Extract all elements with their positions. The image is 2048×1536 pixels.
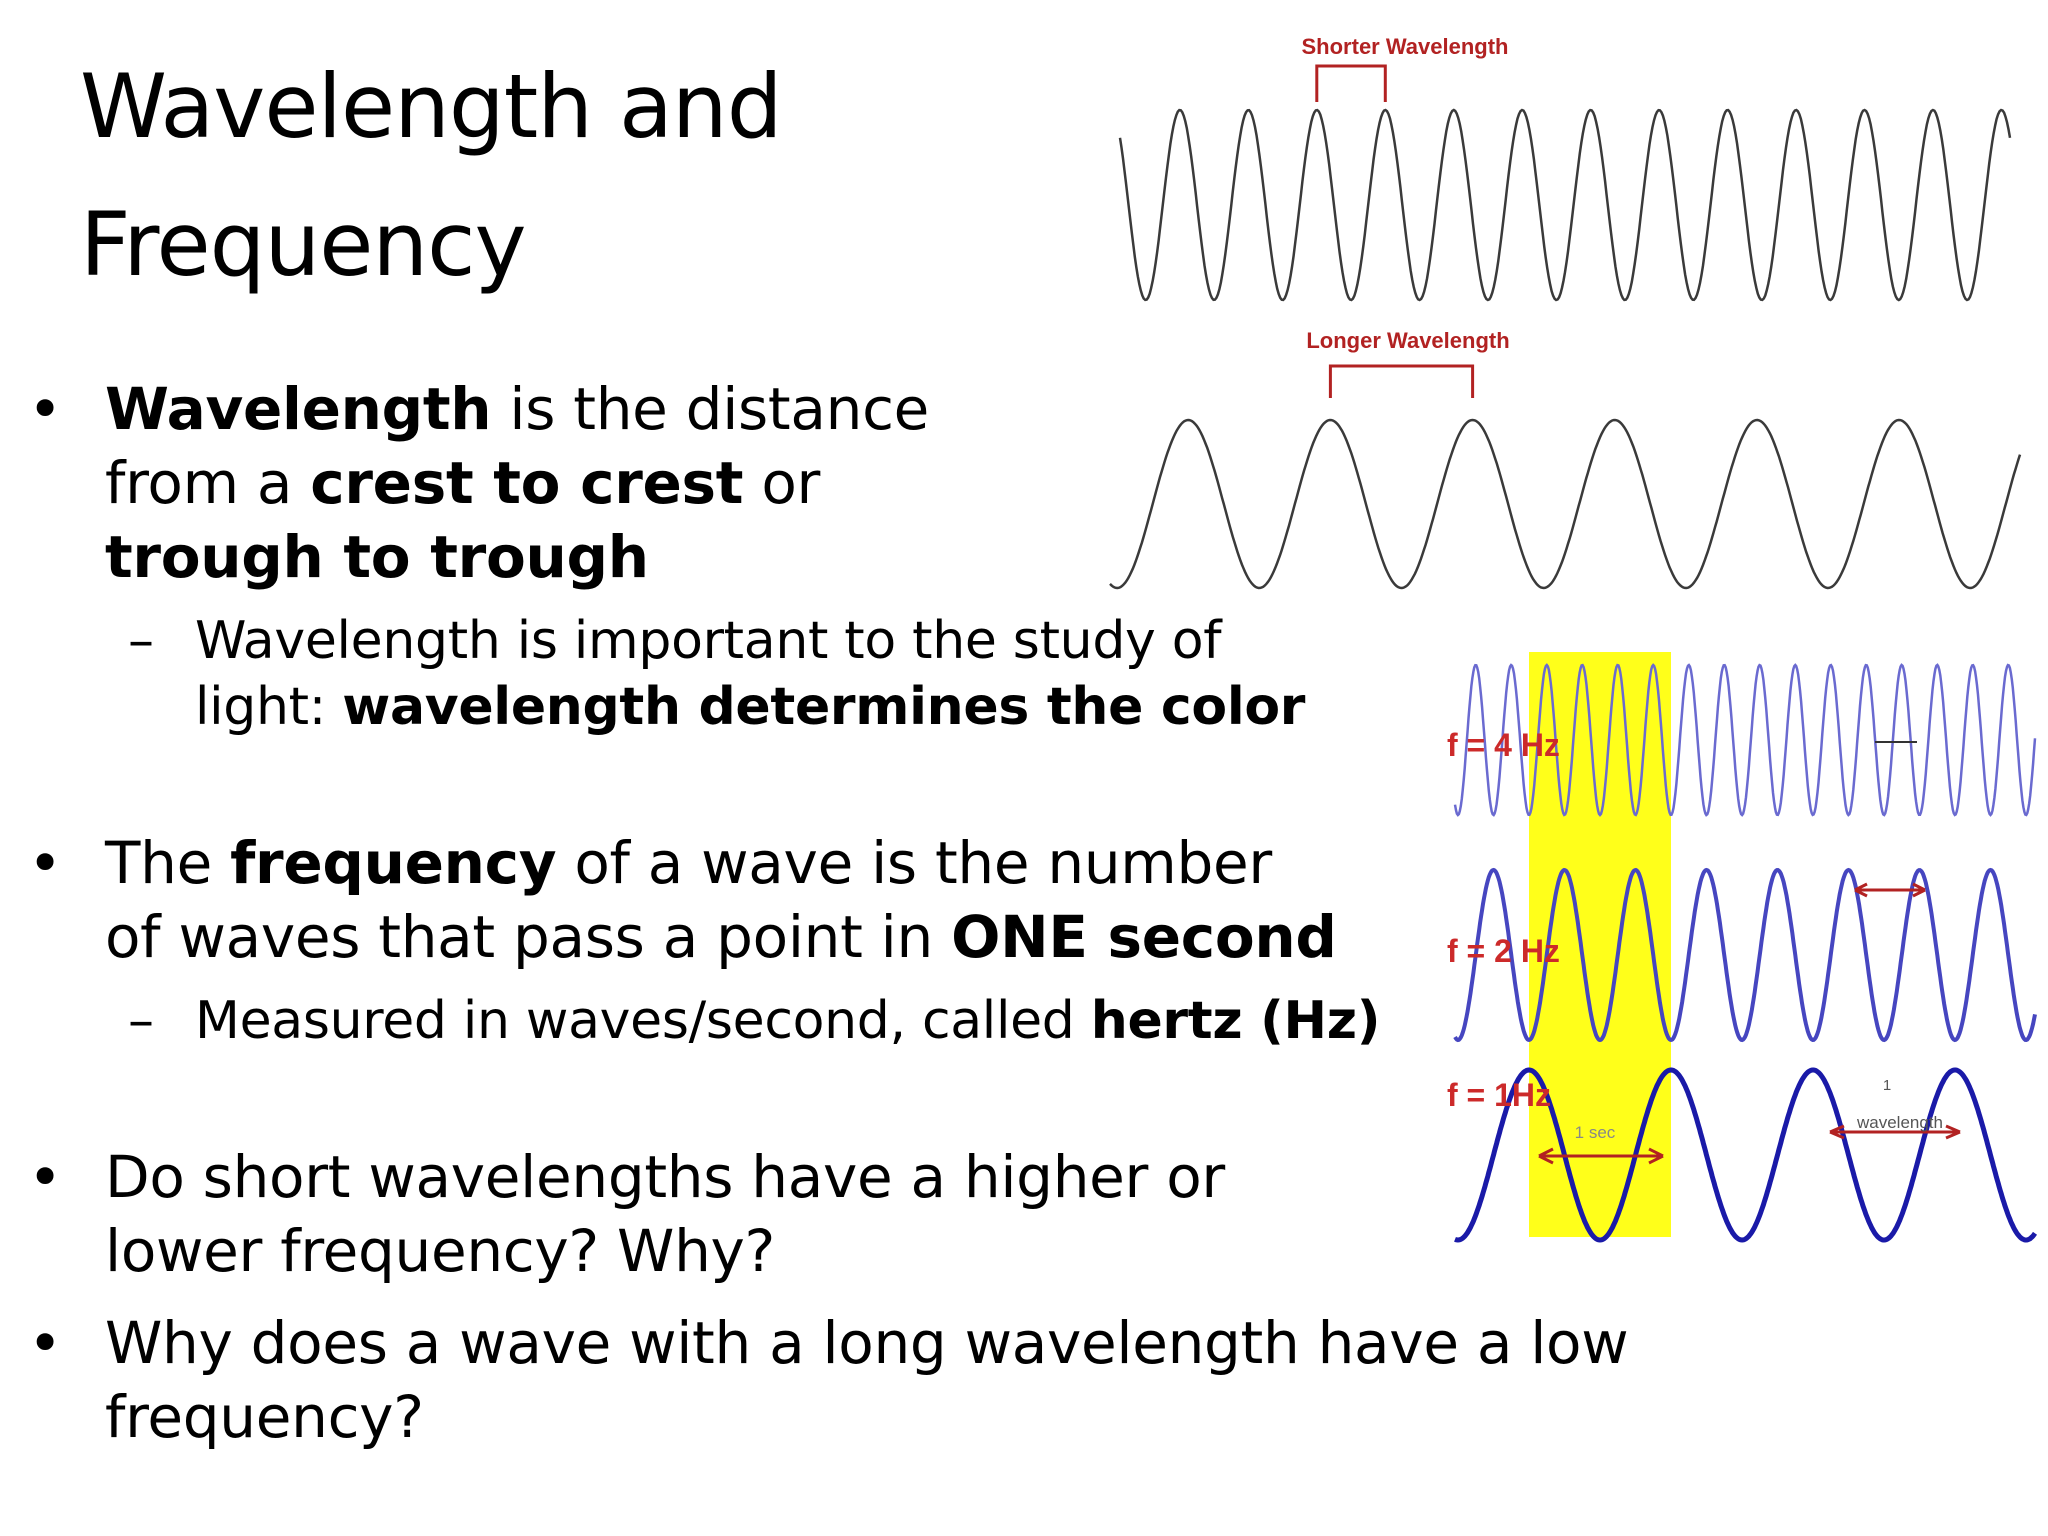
label-4hz: f = 4 Hz: [1447, 727, 1560, 763]
bullet-dot: •: [28, 829, 63, 897]
longer-wavelength-wave: [1109, 418, 2022, 590]
slide-title: Wavelength and Frequency: [80, 55, 783, 296]
label-1hz: f = 1Hz: [1447, 1077, 1551, 1113]
label-2hz: f = 2 Hz: [1447, 933, 1560, 969]
wave-2hz: [1453, 867, 2037, 1043]
wave-4hz: [1453, 663, 2037, 817]
longer-wavelength-bracket: [1328, 364, 1475, 398]
bullet-dot: •: [28, 1143, 63, 1211]
frequency-comparison-figure: f = 4 Hz f = 2 Hz f = 1Hz 1 sec 1 wavele…: [1447, 652, 2038, 1243]
one-second-label: 1 sec: [1575, 1123, 1616, 1142]
shorter-wavelength-wave: [1118, 108, 2012, 302]
wavelength-arrow-1hz: [1829, 1124, 1961, 1140]
wavelength-label: wavelength: [1856, 1113, 1943, 1132]
shorter-wavelength-label: Shorter Wavelength: [1302, 34, 1509, 59]
bullet-dot: •: [28, 1309, 63, 1377]
shorter-wavelength-bracket: [1315, 64, 1387, 102]
bullet-question-long-wavelength: Why does a wave with a long wavelength h…: [105, 1309, 1629, 1451]
wavelength-arrow-2hz: [1854, 882, 1926, 898]
longer-wavelength-label: Longer Wavelength: [1306, 328, 1509, 353]
sub-bullet-hertz: Measured in waves/second, called hertz (…: [195, 991, 1381, 1051]
one-second-highlight: [1529, 652, 1671, 1237]
wavelength-label-number: 1: [1883, 1077, 1891, 1094]
sub-bullet-dash: –: [128, 611, 154, 671]
sub-bullet-dash: –: [128, 991, 154, 1051]
wavelength-comparison-figure: Shorter Wavelength Longer Wavelength: [1109, 34, 2022, 590]
wave-1hz: [1454, 1067, 2038, 1243]
one-second-arrow: [1538, 1147, 1664, 1165]
bullet-dot: •: [28, 375, 63, 443]
